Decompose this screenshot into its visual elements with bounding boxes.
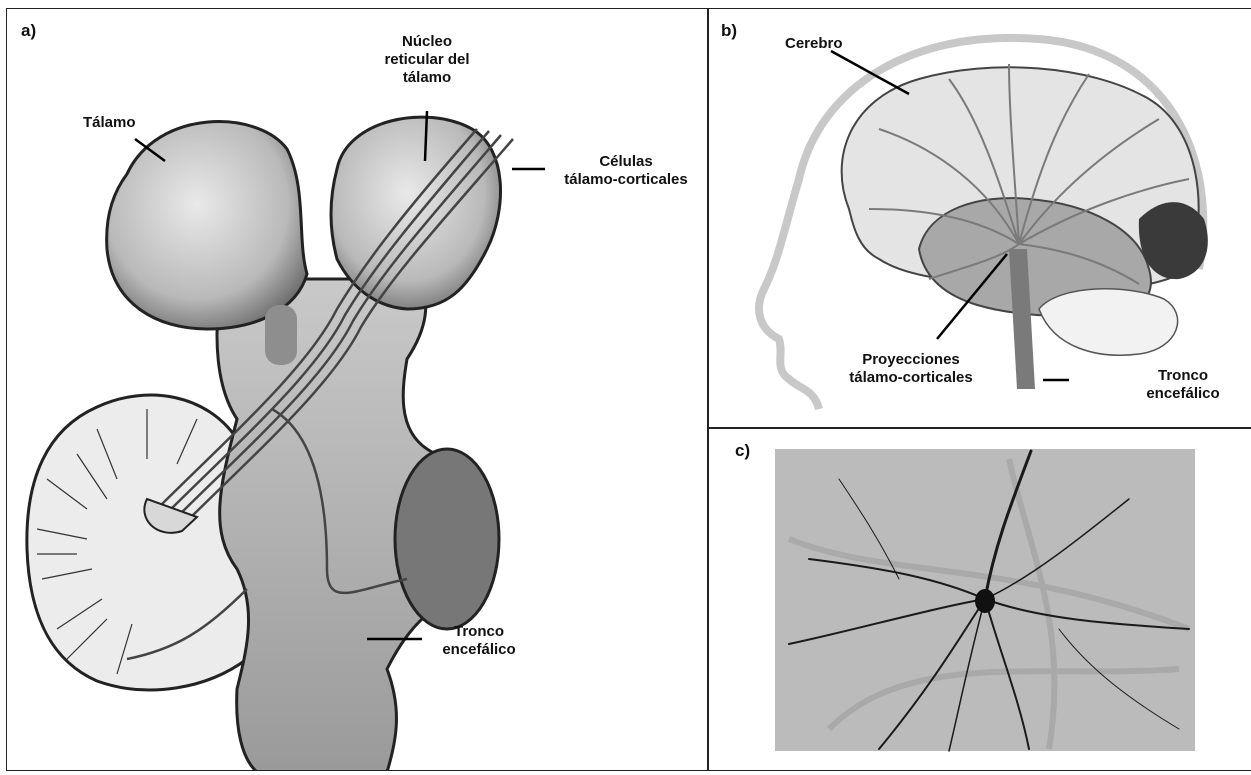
label-celulas-line1: Células [551,153,701,171]
panel-a-brainstem-illustration: a) Tálamo Núcleo reticular del tálamo Cé… [6,8,708,771]
label-proyecciones-line2: tálamo-corticales [841,369,981,387]
label-proyecciones: Proyecciones tálamo-corticales [841,351,981,387]
cerebellum [27,395,253,690]
label-tronco-a: Tronco encefálico [427,623,531,659]
panel-b-tag: b) [721,21,737,41]
thalamus-left [107,122,307,329]
small-nucleus [265,305,297,365]
label-celulas: Células tálamo-corticales [551,153,701,189]
label-tronco-a-line1: Tronco [427,623,531,641]
label-proyecciones-line1: Proyecciones [841,351,981,369]
label-nucleo-line1: Núcleo [379,33,475,51]
panel-a-tag: a) [21,21,36,41]
neuron-micrograph [709,429,1251,771]
label-tronco-b-line1: Tronco [1133,367,1233,385]
panel-b-head-brain-illustration: b) Cerebro Proyecciones tálamo-corticale… [708,8,1251,428]
shaded-oval [395,449,499,629]
label-cerebro: Cerebro [785,35,843,53]
label-nucleo-reticular: Núcleo reticular del tálamo [379,33,475,87]
label-talamo: Tálamo [83,114,136,132]
label-tronco-b-line2: encefálico [1133,385,1233,403]
label-tronco-a-line2: encefálico [427,641,531,659]
label-nucleo-line3: tálamo [379,69,475,87]
label-tronco-b: Tronco encefálico [1133,367,1233,403]
neuron-soma [975,589,995,613]
label-celulas-line2: tálamo-corticales [551,171,701,189]
label-nucleo-line2: reticular del [379,51,475,69]
panel-c-neuron-micrograph: c) [708,428,1251,771]
cerebellum-b [1039,289,1178,355]
